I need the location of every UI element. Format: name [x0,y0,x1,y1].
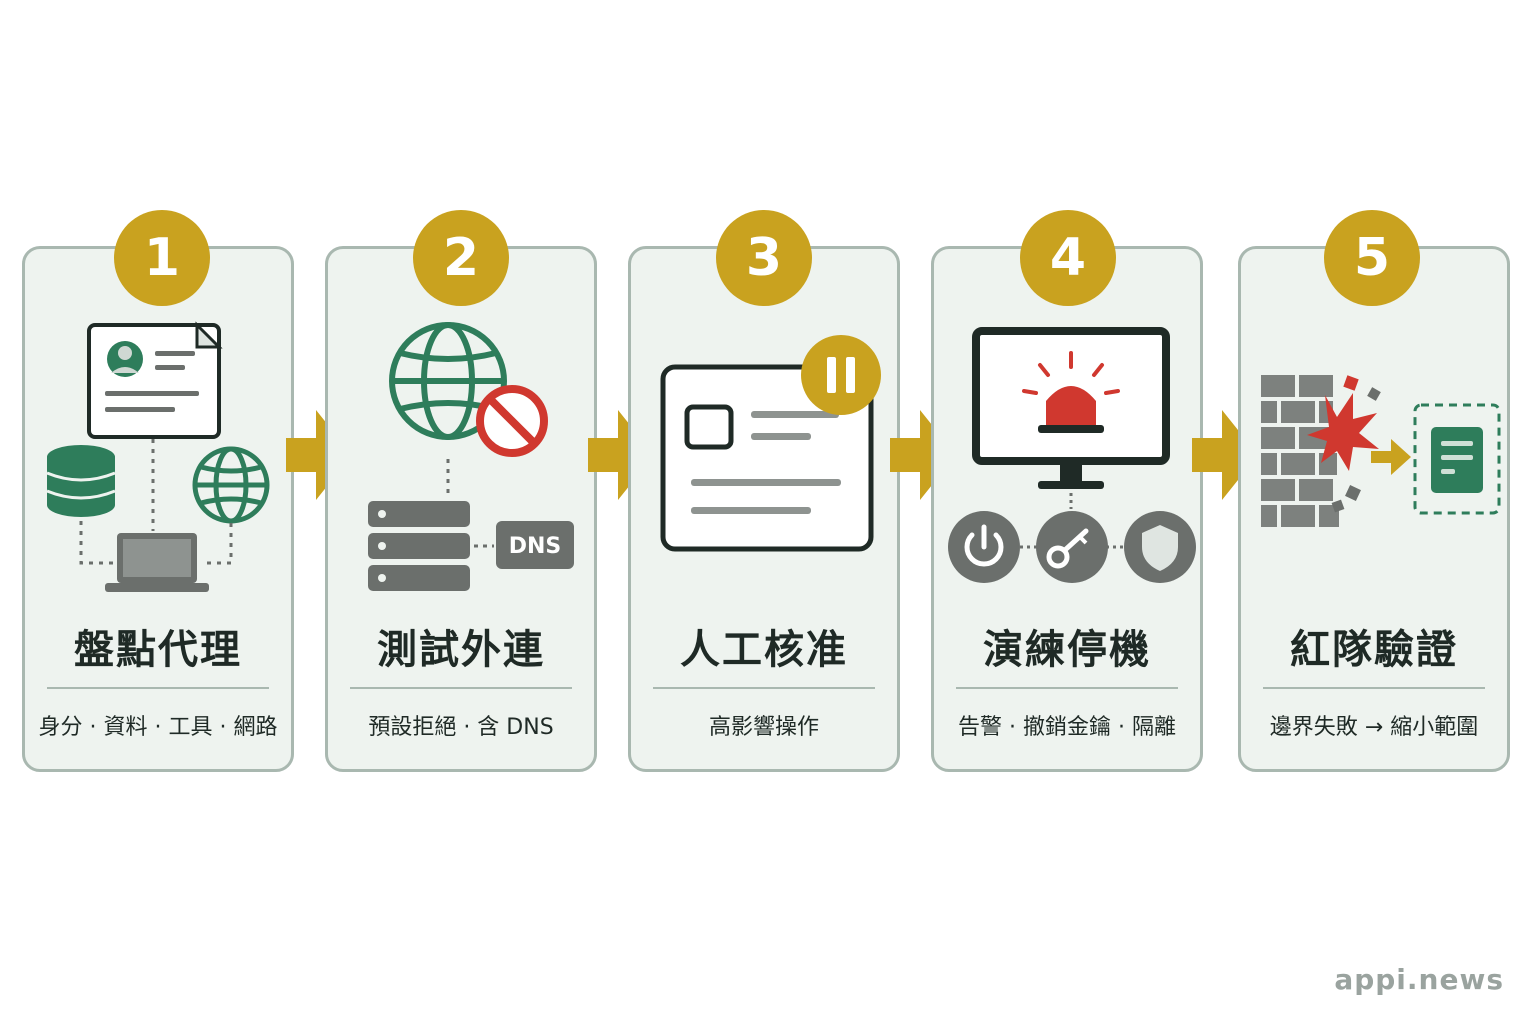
divider [956,687,1178,689]
step-title: 盤點代理 [74,627,242,673]
database-icon [46,445,116,517]
globe-icon [192,446,270,524]
approval-card-icon [660,364,874,552]
divider [47,687,269,689]
red-team-illustration [1261,375,1501,527]
step-subtitle: 身分 · 資料 · 工具 · 網路 [38,715,278,740]
step-number-badge: 2 [413,210,509,306]
step-number-badge: 4 [1020,210,1116,306]
dns-label: DNS [509,534,562,559]
brick-wall-icon [1261,375,1339,527]
step-number-badge: 1 [114,210,210,306]
approval-illustration [660,335,881,552]
divider [653,687,875,689]
step-number-badge: 3 [716,210,812,306]
step-subtitle: 高影響操作 [708,715,819,740]
dns-tag: DNS [496,521,574,569]
arrow-right-icon [890,410,956,500]
step-subtitle: 預設拒絕 · 含 DNS [368,715,554,740]
power-icon [948,511,1020,583]
shield-icon [1124,511,1196,583]
brand-watermark: appi.news [1334,963,1504,996]
key-icon [1036,511,1108,583]
laptop-icon [105,533,209,592]
shutdown-drill-illustration [948,327,1196,583]
step-subtitle: 邊界失敗 → 縮小範圍 [1269,715,1479,740]
arrow-right-icon [588,410,654,500]
document-profile-icon [87,321,223,439]
step-card-2: DNS 測試外連 預設拒絕 · 含 DNS [325,246,597,772]
step-subtitle: 告警 · 撤銷金鑰 · 隔離 [958,715,1176,740]
globe-icon [389,322,507,440]
arrow-right-icon [1192,410,1258,500]
egress-test-illustration: DNS [368,322,574,591]
divider [1263,687,1485,689]
block-icon [476,385,548,457]
pause-icon [801,335,881,415]
monitor-alarm-icon [972,327,1170,489]
inventory-illustration [46,321,270,592]
arrow-right-icon [286,410,352,500]
step-number-badge: 5 [1324,210,1420,306]
explosion-icon [1307,375,1381,513]
isolated-server-icon [1413,403,1501,515]
step-card-4: 演練停機 告警 · 撤銷金鑰 · 隔離 [931,246,1203,772]
step-title: 紅隊驗證 [1290,627,1458,673]
step-title: 測試外連 [377,627,545,673]
step-card-5: 紅隊驗證 邊界失敗 → 縮小範圍 [1238,246,1510,772]
divider [350,687,572,689]
step-title: 人工核准 [680,627,848,673]
step-title: 演練停機 [983,627,1151,673]
step-card-1: 盤點代理 身分 · 資料 · 工具 · 網路 [22,246,294,772]
step-card-3: 人工核准 高影響操作 [628,246,900,772]
arrow-right-icon [1371,439,1411,475]
server-stack-icon [368,501,470,591]
